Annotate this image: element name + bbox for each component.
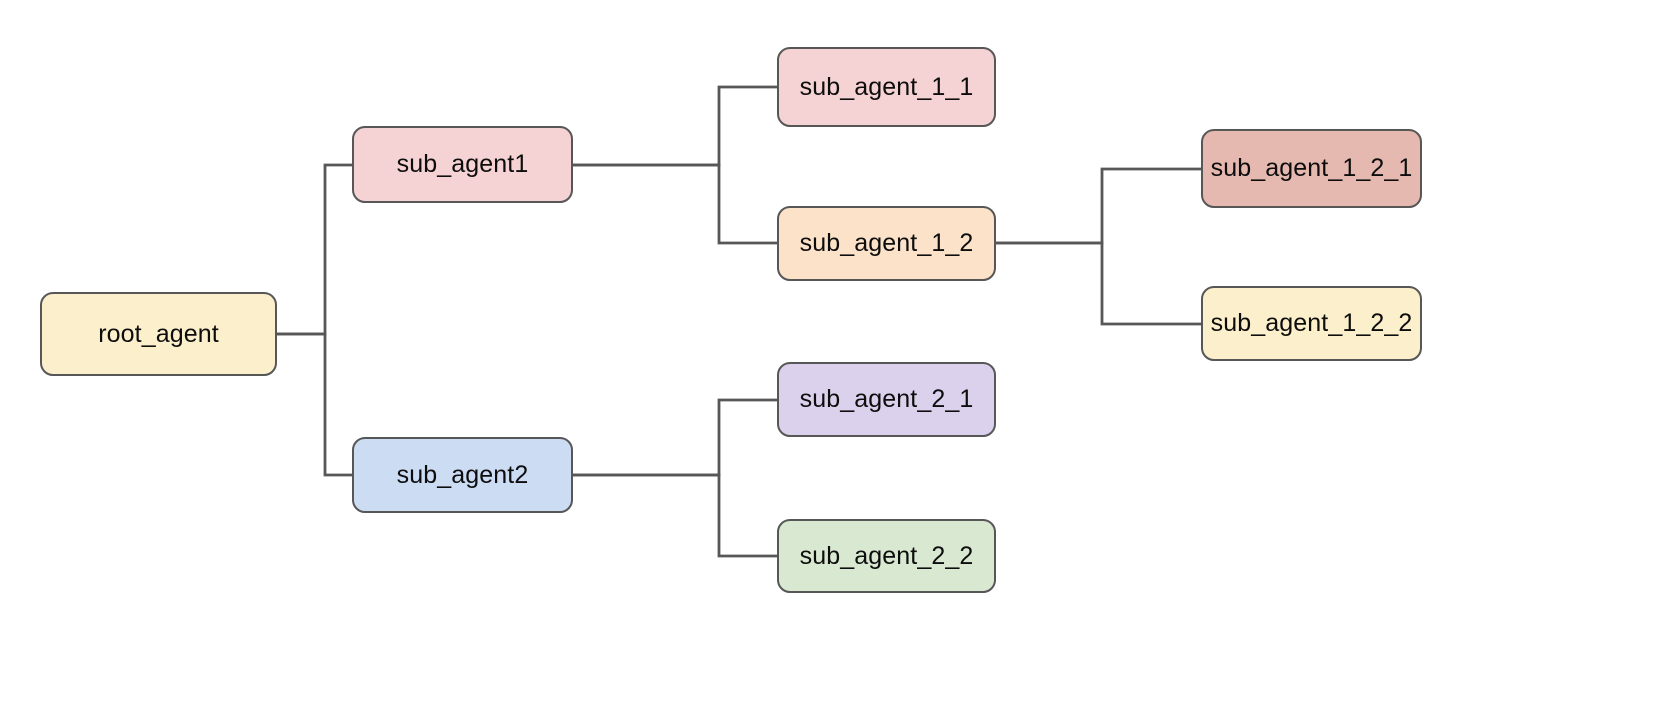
connector-sub_agent1-to-sub_agent_1_2: [573, 163, 777, 245]
node-sub_agent_2_2[interactable]: sub_agent_2_2: [777, 519, 996, 593]
connector-sub_agent_1_2-to-sub_agent_1_2_1: [996, 167, 1201, 245]
node-sub_agent_1_2_2[interactable]: sub_agent_1_2_2: [1201, 286, 1422, 361]
node-label: sub_agent2: [396, 460, 529, 489]
node-label: sub_agent_2_1: [799, 385, 974, 413]
node-label: root_agent: [98, 319, 219, 348]
connector-sub_agent1-to-sub_agent_1_1: [573, 85, 777, 167]
connector-root_agent-to-sub_agent1: [277, 163, 352, 336]
node-label: sub_agent_1_2: [799, 229, 974, 257]
node-label: sub_agent_1_2_1: [1210, 154, 1413, 182]
node-label: sub_agent1: [396, 150, 529, 178]
node-sub_agent_2_1[interactable]: sub_agent_2_1: [777, 362, 996, 437]
node-sub_agent2[interactable]: sub_agent2: [352, 437, 573, 513]
connector-sub_agent2-to-sub_agent_2_1: [573, 398, 777, 477]
node-root_agent[interactable]: root_agent: [40, 292, 277, 376]
connector-sub_agent_1_2-to-sub_agent_1_2_2: [996, 241, 1201, 326]
node-sub_agent_1_2_1[interactable]: sub_agent_1_2_1: [1201, 129, 1422, 208]
node-sub_agent_1_2[interactable]: sub_agent_1_2: [777, 206, 996, 281]
node-label: sub_agent_1_2_2: [1210, 309, 1413, 337]
connector-root_agent-to-sub_agent2: [277, 332, 352, 477]
connector-sub_agent2-to-sub_agent_2_2: [573, 473, 777, 558]
node-sub_agent1[interactable]: sub_agent1: [352, 126, 573, 203]
node-label: sub_agent_1_1: [799, 72, 974, 101]
node-label: sub_agent_2_2: [799, 541, 974, 570]
node-sub_agent_1_1[interactable]: sub_agent_1_1: [777, 47, 996, 127]
